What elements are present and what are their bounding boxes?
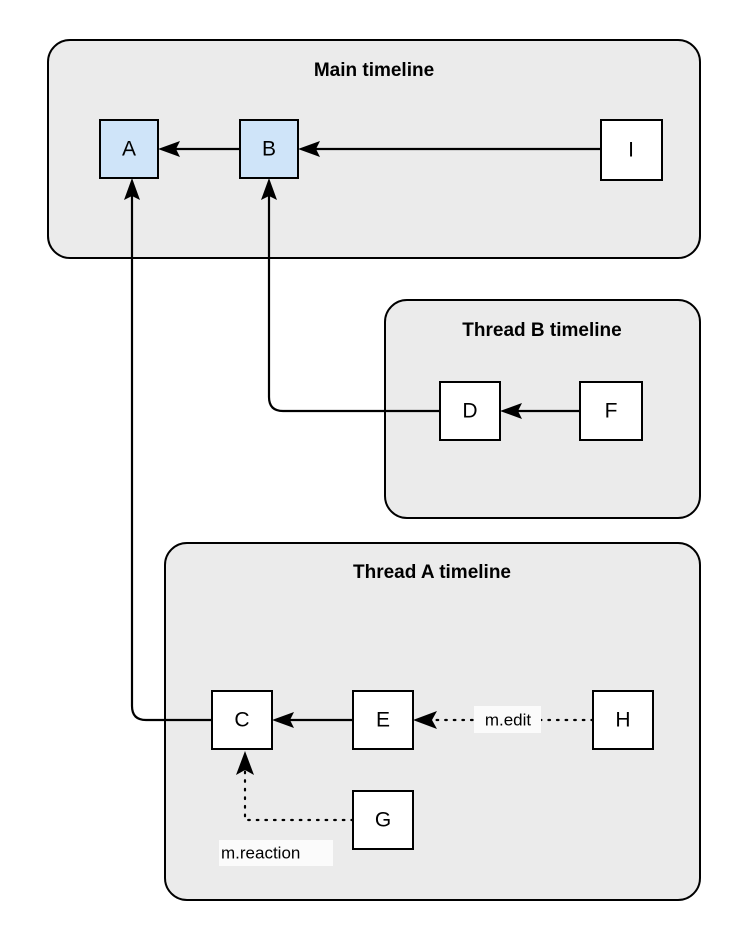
node-i-label: I (628, 139, 634, 162)
node-d-rect (439, 381, 501, 441)
group-thread-b-timeline-rect (384, 299, 701, 519)
node-c[interactable]: C (211, 690, 273, 750)
node-a[interactable]: A (99, 119, 159, 179)
edge-h-to-e-label-background (474, 706, 541, 733)
edge-c-to-a-arrowhead (124, 178, 140, 200)
edge-g-to-c-arrowhead (236, 751, 254, 775)
edge-e-to-c-arrowhead (272, 712, 294, 728)
edge-g-to-c-label-background (219, 840, 333, 866)
node-b-label: B (262, 138, 276, 161)
edge-h-to-e-arrowhead (413, 711, 437, 729)
node-g-label: G (375, 809, 391, 832)
edge-b-to-a[interactable] (158, 141, 240, 157)
node-c-rect (211, 690, 273, 750)
edge-b-to-a-arrowhead (158, 141, 180, 157)
group-thread-a-timeline-title: Thread A timeline (353, 562, 511, 583)
edge-i-to-b-arrowhead (298, 141, 320, 157)
node-e-rect (352, 690, 414, 750)
node-h-label: H (615, 709, 630, 732)
node-h-rect (592, 690, 654, 750)
group-main-timeline-title: Main timeline (314, 60, 434, 81)
edge-d-to-b-arrowhead (261, 178, 277, 200)
edge-c-to-a[interactable] (124, 178, 212, 722)
group-thread-b-timeline[interactable]: Thread B timeline (384, 299, 701, 519)
node-b[interactable]: B (239, 119, 299, 179)
edge-i-to-b[interactable] (298, 141, 601, 157)
node-e-label: E (376, 709, 390, 732)
edge-g-to-c-line (243, 768, 355, 822)
node-f-label: F (605, 400, 618, 423)
node-h[interactable]: H (592, 690, 654, 750)
node-a-label: A (122, 138, 136, 161)
node-a-rect (99, 119, 159, 179)
node-i-rect (600, 119, 663, 181)
node-g-rect (352, 790, 414, 850)
edge-h-to-e[interactable]: m.edit (413, 706, 595, 733)
edge-e-to-c[interactable] (272, 712, 353, 728)
edge-h-to-e-label: m.edit (485, 710, 532, 729)
node-g[interactable]: G (352, 790, 414, 850)
edge-f-to-d[interactable] (500, 403, 580, 419)
edge-c-to-a-line (130, 190, 212, 722)
node-e[interactable]: E (352, 690, 414, 750)
node-b-rect (239, 119, 299, 179)
node-f[interactable]: F (579, 381, 643, 441)
edge-d-to-b[interactable] (261, 178, 440, 413)
edge-f-to-d-arrowhead (500, 403, 522, 419)
edge-d-to-b-line (267, 190, 440, 413)
node-f-rect (579, 381, 643, 441)
edge-g-to-c[interactable]: m.reaction (219, 751, 355, 866)
node-i[interactable]: I (600, 119, 663, 181)
node-c-label: C (234, 709, 249, 732)
node-d[interactable]: D (439, 381, 501, 441)
node-d-label: D (462, 400, 477, 423)
edge-g-to-c-label: m.reaction (221, 843, 300, 862)
group-thread-b-timeline-title: Thread B timeline (462, 320, 621, 341)
